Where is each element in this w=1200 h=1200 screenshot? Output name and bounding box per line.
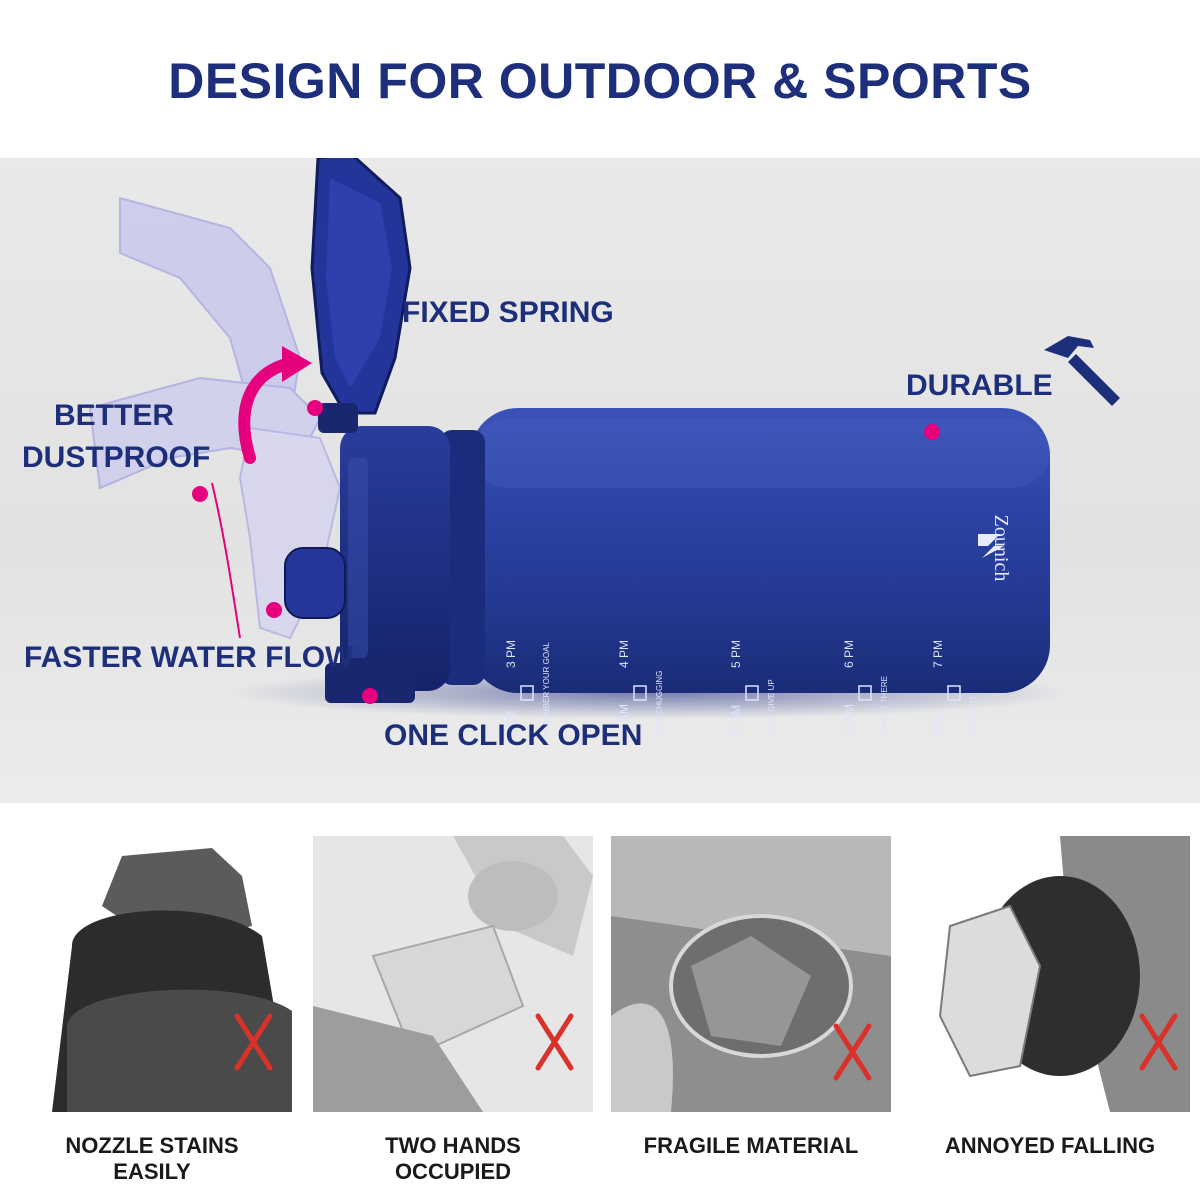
- marking-time: 11 AM: [729, 705, 743, 738]
- caption-line: EASILY: [113, 1159, 191, 1184]
- red-x-icon: [535, 1013, 574, 1071]
- marker-flow: [266, 602, 282, 618]
- drawback-panel-nozzle: [12, 836, 292, 1112]
- marker-durable: [924, 424, 940, 440]
- marker-dustproof: [192, 486, 208, 502]
- page-headline: DESIGN FOR OUTDOOR & SPORTS: [168, 53, 1032, 109]
- marking-level-box: [858, 685, 872, 701]
- marking-motto: YOU DID IT: [969, 695, 978, 738]
- brand-name: Zounich: [990, 515, 1012, 582]
- red-x-icon: [1139, 1013, 1178, 1071]
- marking-time: 1PM: [931, 713, 945, 738]
- drawback-caption-fragile: FRAGILE MATERIAL: [601, 1133, 901, 1159]
- hero-product-section: 9 AM 3 PM REMEMBER YOUR GOAL 10 AM 4 PM KEEP …: [0, 158, 1200, 803]
- marking-level-box: [745, 685, 759, 701]
- nozzle: [284, 547, 346, 619]
- caption-line: NOZZLE STAINS: [65, 1133, 239, 1158]
- caption-line: FRAGILE MATERIAL: [643, 1133, 859, 1158]
- marking-next-time: 3 PM: [504, 640, 518, 668]
- drawback-panel-fragile: [611, 836, 891, 1112]
- callout-one-click-open: ONE CLICK OPEN: [384, 719, 643, 752]
- marking-time: 9 AM: [504, 711, 518, 738]
- drawback-caption-two-hands: TWO HANDS OCCUPIED: [303, 1133, 603, 1185]
- hammer-icon: [1044, 336, 1120, 406]
- bottle-marking: 1PM 7 PM YOU DID IT: [931, 640, 978, 738]
- marking-next-time: 5 PM: [729, 640, 743, 668]
- red-x-icon: [833, 1023, 872, 1081]
- drawback-panel-falling: [910, 836, 1190, 1112]
- bottle-marking: 12 AM 6 PM ALMOST THERE: [842, 640, 889, 738]
- caption-line: OCCUPIED: [394, 1159, 512, 1184]
- red-x-icon: [234, 1013, 273, 1071]
- marking-time: 10 AM: [617, 704, 631, 738]
- bottle-illustration: 9 AM 3 PM REMEMBER YOUR GOAL 10 AM 4 PM KEEP …: [88, 158, 1070, 738]
- marker-click: [362, 688, 378, 704]
- marking-level-box: [520, 685, 534, 701]
- drawback-caption-nozzle: NOZZLE STAINS EASILY: [2, 1133, 302, 1185]
- flip-lid: [310, 158, 412, 415]
- marking-time: 12 AM: [842, 704, 856, 738]
- caption-line: TWO HANDS: [385, 1133, 521, 1158]
- marking-level-box: [633, 685, 647, 701]
- marking-next-time: 6 PM: [842, 640, 856, 668]
- bottle-marking: 10 AM 4 PM KEEP CHUGGING: [617, 640, 664, 738]
- brand-logo: Zounich: [990, 515, 1012, 582]
- bottle-body: [470, 408, 1050, 693]
- marking-next-time: 4 PM: [617, 640, 631, 668]
- marker-fixed-spring: [307, 400, 323, 416]
- callout-dustproof: DUSTPROOF: [22, 441, 211, 474]
- caption-line: ANNOYED FALLING: [944, 1133, 1156, 1158]
- marking-motto: REMEMBER YOUR GOAL: [542, 642, 551, 738]
- bottle-marking: 9 AM 3 PM REMEMBER YOUR GOAL: [504, 640, 551, 738]
- callout-durable: DURABLE: [906, 369, 1053, 402]
- callout-better: BETTER: [54, 399, 174, 432]
- marking-next-time: 7 PM: [931, 640, 945, 668]
- bottle-marking: 11 AM 5 PM DON'T GIVE UP: [729, 640, 776, 738]
- rotation-arrow: [238, 357, 296, 464]
- drawback-panel-two-hands: [313, 836, 593, 1112]
- callout-faster-water-flow: FASTER WATER FLOW: [24, 641, 354, 674]
- marking-motto: KEEP CHUGGING: [655, 671, 664, 738]
- callout-fixed-spring: FIXED SPRING: [402, 296, 614, 329]
- marking-motto: DON'T GIVE UP: [767, 679, 776, 738]
- marking-motto: ALMOST THERE: [880, 676, 889, 738]
- marking-level-box: [947, 685, 961, 701]
- drawback-caption-falling: ANNOYED FALLING: [900, 1133, 1200, 1159]
